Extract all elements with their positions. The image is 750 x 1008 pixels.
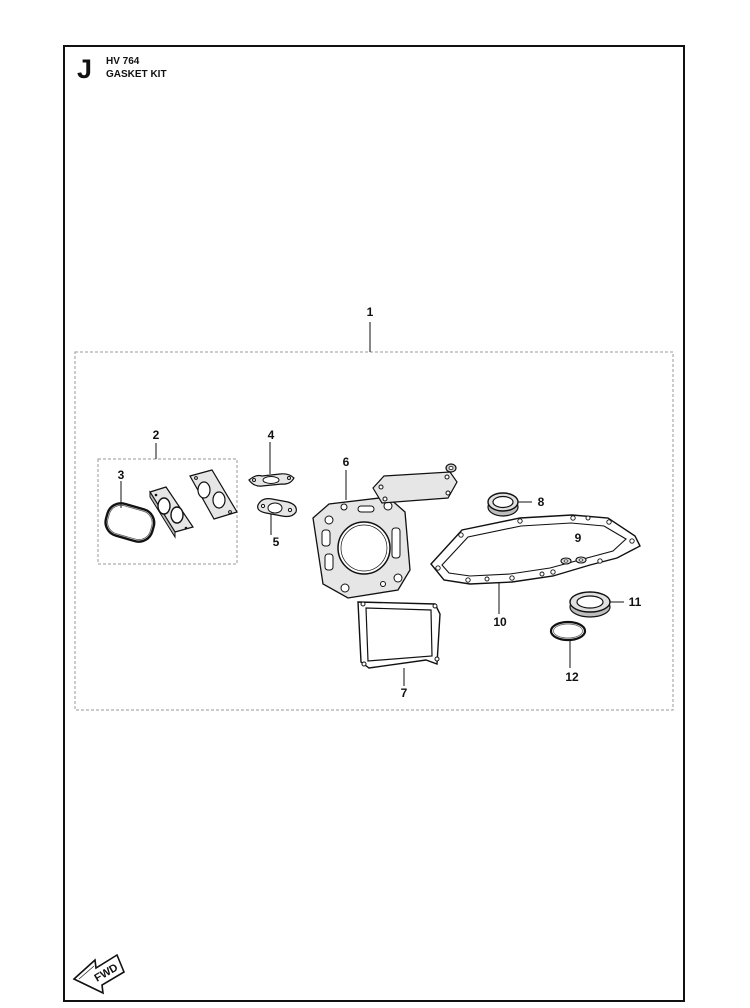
part-2-flange-gasket (189, 469, 238, 520)
callout-8: 8 (538, 495, 545, 509)
part-9-seal-washers (560, 556, 587, 565)
callout-9: 9 (575, 531, 582, 545)
callout-11: 11 (629, 595, 642, 609)
part-3-o-ring (104, 502, 156, 543)
breather-grommet (445, 463, 457, 473)
callout-12: 12 (565, 670, 579, 684)
callout-4: 4 (268, 428, 275, 442)
part-5-exhaust-flange-gasket (257, 498, 297, 518)
callout-7: 7 (401, 686, 408, 700)
callout-3: 3 (118, 468, 125, 482)
part-12-o-ring (549, 620, 587, 642)
callout-10: 10 (493, 615, 507, 629)
part-2-spacer-gasket (149, 486, 194, 539)
kit-group-box (74, 351, 674, 711)
callout-6: 6 (343, 455, 350, 469)
part-11-oil-seal (569, 591, 611, 618)
breather-cover-gasket (372, 471, 458, 504)
forward-arrow-icon: FWD (72, 953, 126, 995)
part-7-valve-cover-gasket (357, 601, 441, 669)
model-code: HV 764 (106, 56, 140, 67)
part-6-head-gasket (312, 496, 411, 599)
part-8-oil-seal (487, 492, 519, 517)
part-10-crankcase-gasket (430, 514, 641, 585)
section-letter: J (77, 54, 93, 84)
callout-1: 1 (367, 305, 374, 319)
callout-2: 2 (153, 428, 160, 442)
kit-title: GASKET KIT (106, 69, 167, 80)
part-4-exhaust-gasket (248, 473, 295, 487)
callout-5: 5 (273, 535, 280, 549)
